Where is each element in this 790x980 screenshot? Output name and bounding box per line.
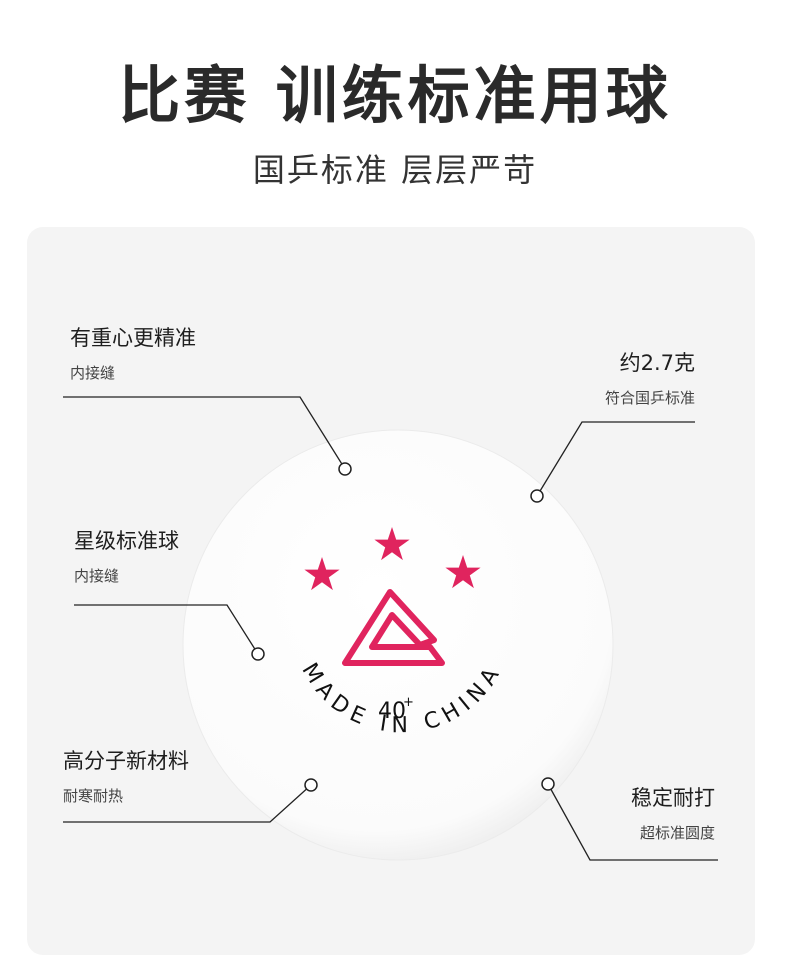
- ball-size-text: 40: [378, 699, 406, 724]
- feature-callout: 约2.7克 符合国乒标准: [605, 349, 695, 409]
- feature-callout: 稳定耐打 超标准圆度: [631, 784, 715, 844]
- callout-line: [74, 604, 259, 655]
- feature-desc: 内接缝: [74, 567, 120, 585]
- callout-dot: [338, 462, 352, 476]
- page-subtitle: 国乒标准 层层严苛: [252, 151, 538, 189]
- feature-desc: 符合国乒标准: [604, 389, 695, 407]
- feature-title: 高分子新材料: [63, 749, 189, 773]
- callout-dot: [251, 647, 265, 661]
- star-icon: [304, 557, 340, 591]
- feature-callout: 有重心更精准 内接缝: [70, 324, 196, 384]
- feature-callout: 星级标准球 内接缝: [74, 527, 179, 587]
- callout-dot: [530, 489, 544, 503]
- page-title: 比赛 训练标准用球: [118, 59, 672, 132]
- callout-line: [63, 784, 312, 823]
- brand-logo-icon: [342, 589, 445, 666]
- feature-desc: 超标准圆度: [639, 824, 715, 842]
- feature-desc: 耐寒耐热: [63, 787, 124, 805]
- callout-line: [547, 783, 718, 861]
- callout-dot: [304, 778, 318, 792]
- feature-title: 稳定耐打: [631, 786, 715, 810]
- star-icon: [374, 527, 410, 561]
- callout-line: [536, 421, 695, 497]
- star-icon: [445, 555, 481, 589]
- feature-title: 星级标准球: [74, 529, 179, 553]
- feature-title: 有重心更精准: [70, 326, 196, 350]
- feature-desc: 内接缝: [70, 364, 116, 382]
- feature-title: 约2.7克: [619, 351, 695, 375]
- callout-line: [63, 396, 346, 470]
- callout-dot: [541, 777, 555, 791]
- feature-callout: 高分子新材料 耐寒耐热: [63, 747, 189, 807]
- ball-size-sup: +: [403, 695, 414, 710]
